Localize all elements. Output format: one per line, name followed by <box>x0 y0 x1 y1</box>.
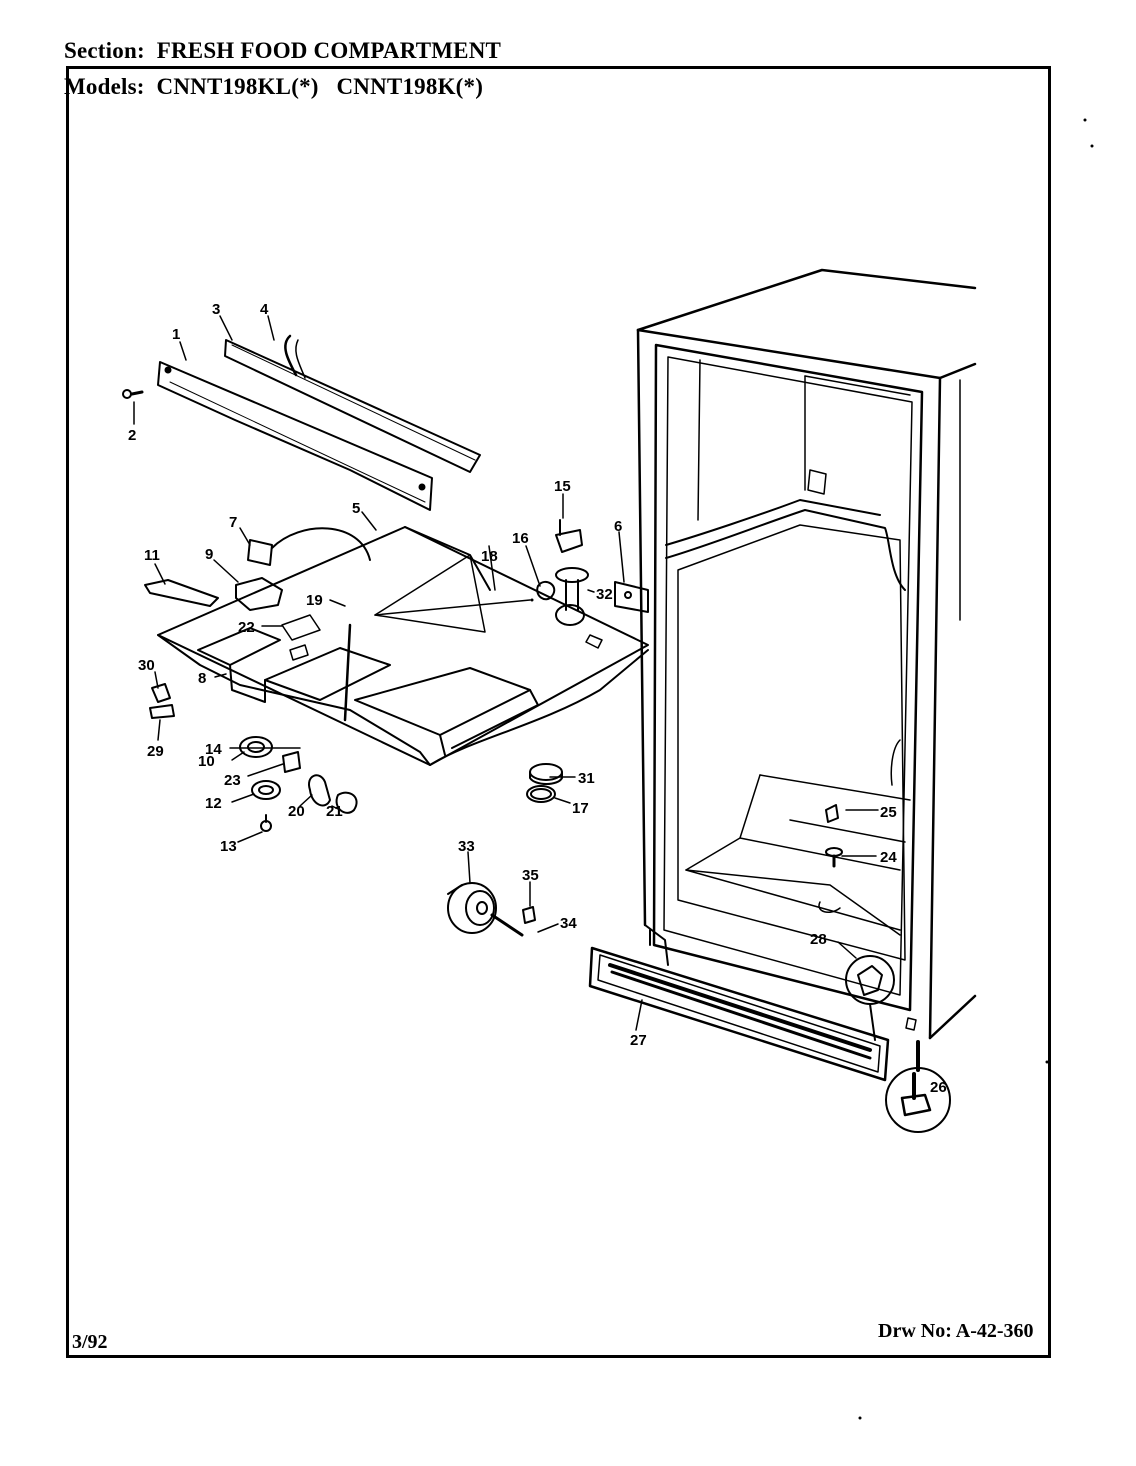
drawing-frame <box>66 66 1051 1358</box>
callout-9: 9 <box>205 546 213 563</box>
callout-34: 34 <box>560 915 577 932</box>
part-3-rail <box>224 334 481 473</box>
callout-5: 5 <box>352 500 360 517</box>
part-32-damper <box>555 567 589 626</box>
part-9-bracket <box>235 577 283 611</box>
callout-26: 26 <box>930 1079 947 1096</box>
part-31-cap <box>529 763 563 785</box>
callout-23: 23 <box>224 772 241 789</box>
part-1-rail <box>157 361 433 511</box>
callout-25: 25 <box>880 804 897 821</box>
model-1: CNNT198KL(*) <box>156 74 319 99</box>
part-7-switch <box>247 527 371 566</box>
callout-21: 21 <box>326 803 343 820</box>
callout-8: 8 <box>198 670 206 687</box>
callout-33: 33 <box>458 838 475 855</box>
callout-6: 6 <box>614 518 622 535</box>
scan-dots <box>530 118 1094 1420</box>
callout-30: 30 <box>138 657 155 674</box>
part-16-bulb-socket <box>536 580 556 601</box>
section-title: Section: FRESH FOOD COMPARTMENT <box>64 38 501 64</box>
part-15-clip <box>555 519 583 553</box>
callout-10: 10 <box>198 753 215 770</box>
callout-14: 14 <box>205 741 222 758</box>
callout-16: 16 <box>512 530 529 547</box>
part-34-axle <box>490 913 524 937</box>
model-2: CNNT198K(*) <box>336 74 484 99</box>
callout-11: 11 <box>144 547 160 564</box>
callout-22: 22 <box>238 619 255 636</box>
callout-4: 4 <box>260 301 269 318</box>
section-label: Section: <box>64 38 145 63</box>
models-label: Models: <box>64 74 145 99</box>
part-25-clip <box>825 804 839 823</box>
part-26-detail <box>885 1040 951 1133</box>
part-29-base <box>149 704 175 719</box>
callout-12: 12 <box>205 795 222 812</box>
part-30-clip <box>151 683 171 703</box>
callout-20: 20 <box>288 803 305 820</box>
part-28-detail <box>845 955 895 1041</box>
models-title: Models: CNNT198KL(*) CNNT198K(*) <box>64 74 483 100</box>
control-housing <box>157 526 649 766</box>
drawing-number-value: A-42-360 <box>955 1320 1034 1342</box>
callout-27: 27 <box>630 1032 647 1049</box>
callout-2: 2 <box>128 427 136 444</box>
part-21-bulb <box>335 791 358 814</box>
callout-numbers: 1 2 3 4 5 6 7 8 9 10 11 12 13 14 15 16 1… <box>128 301 947 1096</box>
callout-35: 35 <box>522 867 539 884</box>
drawing-number-label: Drw No: <box>878 1320 952 1342</box>
drawing-number: Drw No: A-42-360 <box>878 1320 1034 1343</box>
callout-19: 19 <box>306 592 323 609</box>
part-6-hinge <box>614 581 649 613</box>
cabinet <box>636 268 977 1040</box>
part-33-roller <box>447 882 497 934</box>
part-35-clip <box>522 906 536 924</box>
part-11-clip <box>144 579 219 607</box>
callout-17: 17 <box>572 800 589 817</box>
callout-18: 18 <box>481 548 498 565</box>
callout-7: 7 <box>229 514 237 531</box>
callout-32: 32 <box>596 586 613 603</box>
callout-24: 24 <box>880 849 897 866</box>
part-20-socket <box>308 774 331 807</box>
part-24-screw <box>825 847 843 868</box>
part-23-socket <box>282 751 301 773</box>
callout-1: 1 <box>172 326 180 343</box>
callout-29: 29 <box>147 743 164 760</box>
leader-lines <box>133 315 879 1031</box>
part-17-ring <box>526 785 556 803</box>
section-value: FRESH FOOD COMPARTMENT <box>156 38 502 63</box>
callout-28: 28 <box>810 931 827 948</box>
part-2-screw <box>122 389 144 399</box>
part-13-screw <box>260 814 272 832</box>
callout-13: 13 <box>220 838 237 855</box>
date-label: 3/92 <box>72 1331 108 1353</box>
callout-3: 3 <box>212 301 220 318</box>
callout-15: 15 <box>554 478 571 495</box>
part-27-grille <box>588 946 890 1082</box>
part-12-ring <box>251 780 281 800</box>
callout-31: 31 <box>578 770 595 787</box>
part-10-gasket <box>239 736 273 758</box>
